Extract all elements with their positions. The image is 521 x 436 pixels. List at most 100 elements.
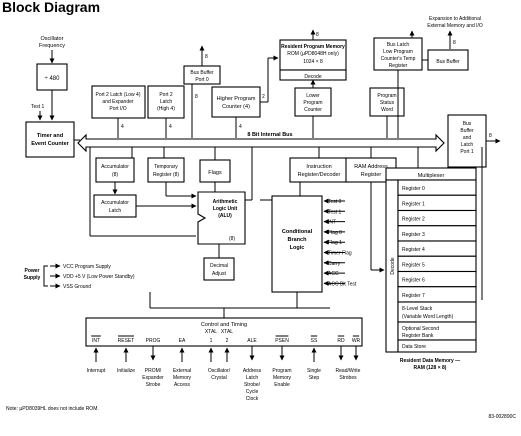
control-signal-label: Address (243, 368, 262, 374)
register-label: Register 7 (402, 293, 425, 299)
register-label: Register 4 (402, 247, 425, 253)
width-hpc: 4 (239, 124, 242, 130)
ird-l1: Instruction (306, 164, 331, 170)
rom-l3: 1024 × 8 (303, 59, 323, 65)
timer-label: Timer and (37, 133, 63, 139)
width-rom: 8 (316, 32, 319, 38)
control-pin-label: INT (92, 338, 100, 344)
control-signal-label: Program (272, 368, 291, 374)
vss-label: VSS Ground (63, 284, 91, 290)
control-pin-label: PROG (146, 338, 161, 344)
register-label: Register 1 (402, 201, 425, 207)
register-label: Register 0 (402, 186, 425, 192)
condition-input-label: ACC (328, 271, 339, 277)
psw-l1: Program (377, 93, 396, 99)
port2-high-l2: Latch (160, 99, 172, 105)
port2-high-l3: (High 4) (157, 106, 175, 112)
control-signal-label: PROM/ (145, 368, 162, 374)
control-pin-label: WR (352, 338, 361, 344)
bus-latch (373, 37, 423, 71)
decadj-l2: Adjust (212, 271, 227, 277)
port2-high-l1: Port 2 (159, 92, 173, 98)
control-signal-label: Memory (273, 375, 292, 381)
conditional-branch-logic (271, 195, 323, 293)
control-signal-label: Expander (142, 375, 164, 381)
footnote: Note: µPD8039HL does not include ROM. (6, 406, 99, 412)
vcc-label: VCC Program Supply (63, 264, 111, 270)
resident-data-l1: Resident Data Memory — (400, 358, 460, 364)
control-signal-label: Interrupt (87, 368, 106, 374)
control-signal-label: Oscillator/ (208, 368, 231, 374)
control-signal-label: External (173, 368, 191, 374)
condition-input-label: Flag 0 (328, 230, 342, 236)
condition-input-label: Test 0 (328, 199, 342, 205)
alu-l2: Logic Unit (213, 206, 238, 212)
port1-l2: Buffer (460, 128, 474, 134)
internal-bus-label: 8 Bit Internal Bus (247, 132, 292, 138)
width-port0-bus: 8 (195, 94, 198, 100)
diagram-title: Block Diagram (2, 0, 100, 15)
width-port2-high: 4 (169, 124, 172, 130)
control-pin-label: SS (311, 338, 318, 344)
width-expansion: 8 (453, 40, 456, 46)
control-pin-label: 1 (210, 338, 213, 344)
figure-code: 83-002890C (488, 414, 516, 420)
power-l2: Supply (24, 275, 41, 281)
cbl-l3: Logic (290, 245, 305, 251)
control-signal-label: Strobe/ (244, 382, 261, 388)
port2-low-latch (91, 85, 146, 119)
power-l1: Power (24, 268, 39, 274)
condition-input-label: Carry (328, 261, 341, 267)
timer-event-counter (25, 121, 75, 158)
port2-low-l1: Port 2 Latch (Low 4) (95, 92, 140, 98)
divider-label: ÷ 480 (45, 76, 61, 82)
control-signal-label: Step (309, 375, 320, 381)
xtal1-label: XTAL (205, 329, 217, 335)
vdd-label: VDD +5 V (Low Power Standby) (63, 274, 135, 280)
mux-label: Multiplexer (418, 173, 445, 179)
lower-program-counter (294, 87, 332, 117)
condition-input-label: Test 1 (328, 209, 342, 215)
cbl-l2: Branch (288, 237, 308, 243)
hpc-l1: Higher Program (217, 96, 256, 102)
port2-low-l2: and Expander (102, 99, 133, 105)
port1-l3: and (463, 135, 472, 141)
rom-l1: Resident Program Memory (281, 44, 345, 50)
width-port1: 8 (489, 133, 492, 139)
control-title: Control and Timing (201, 322, 247, 328)
optbank-l2: Register Bank (402, 333, 434, 339)
instruction-register (289, 157, 349, 183)
temporary-register (147, 157, 185, 183)
oscillator-label: Oscillator (41, 36, 64, 42)
higher-program-counter (211, 86, 261, 118)
alu-l1: Arithmetic (213, 199, 238, 205)
rom-decode-label: Decode (304, 74, 321, 80)
hpc-l2: Counter (4) (222, 104, 250, 110)
control-signal-label: Memory (173, 375, 192, 381)
alu-l4: (8) (229, 236, 235, 242)
acc-l1: Accumulator (101, 164, 129, 170)
port1-l4: Latch (461, 142, 473, 148)
control-pin-label: 2 (226, 338, 229, 344)
port2-high-latch (147, 85, 185, 119)
control-signal-label: Latch (246, 375, 258, 381)
port1-l1: Bus (463, 121, 472, 127)
control-signal-label: Read/Write (336, 368, 361, 374)
bus-buffer-l1: Bus Buffer (190, 70, 214, 76)
condition-input-label: Flag 1 (328, 240, 342, 246)
control-timing-block (85, 317, 363, 347)
width-port2-low: 4 (121, 124, 124, 130)
bus-buffer-2-label: Bus Buffer (436, 59, 460, 65)
control-signal-label: Initialize (117, 368, 135, 374)
register-label: Register 6 (402, 278, 425, 284)
register-label: Register 2 (402, 217, 425, 223)
control-signal-label: Cycle (246, 389, 259, 395)
decode-vertical-label: Decode (390, 257, 396, 274)
control-signal-label: Enable (274, 382, 290, 388)
rom-l2: ROM (µPD8048H only) (287, 51, 339, 57)
acc-l2: (8) (112, 172, 118, 178)
